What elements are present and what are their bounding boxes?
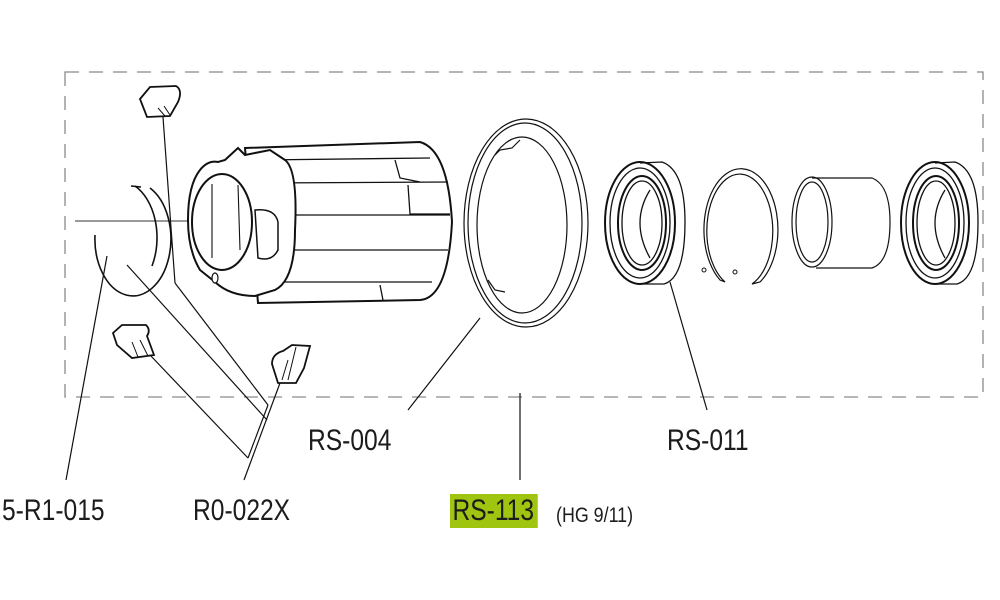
bearing-right-part xyxy=(900,161,979,285)
bearing-left-part xyxy=(604,161,686,285)
circlip-part xyxy=(701,168,779,285)
freehub-body-part xyxy=(186,140,454,305)
spacer-ring-part xyxy=(463,118,589,328)
dashed-frame xyxy=(64,71,984,398)
snap-ring-part xyxy=(94,185,172,297)
label-spacer-ring: RS-004 xyxy=(308,424,392,457)
pawl-bottom-part xyxy=(271,344,312,384)
pawl-top-part xyxy=(138,85,181,118)
label-freehub-body: RS-113 xyxy=(450,494,538,528)
label-pawls: R0-022X xyxy=(193,494,291,527)
pawl-left-part xyxy=(111,324,156,359)
spacer-sleeve-part xyxy=(791,176,891,269)
leader-lines xyxy=(65,116,708,481)
label-snap-ring: 5-R1-015 xyxy=(2,494,105,527)
label-freehub-body-note: (HG 9/11) xyxy=(556,504,634,527)
label-bearings: RS-011 xyxy=(667,424,749,457)
